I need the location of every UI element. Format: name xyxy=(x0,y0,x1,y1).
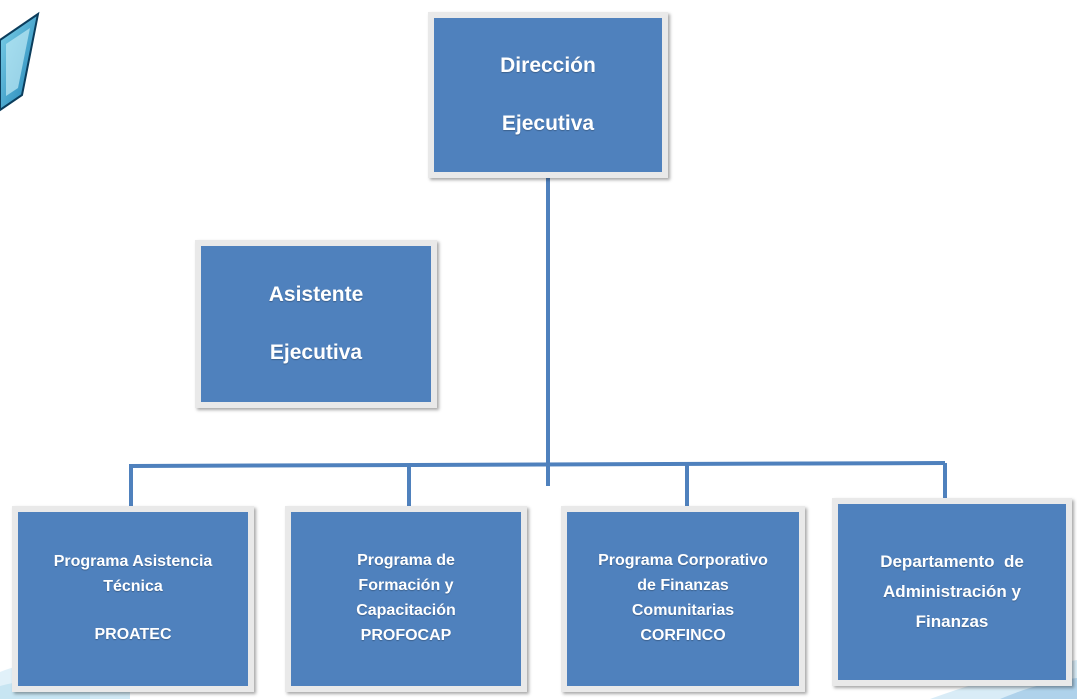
node-label: Formación y xyxy=(358,577,454,595)
node-label: PROFOCAP xyxy=(360,626,452,644)
node-label: Finanzas xyxy=(915,611,989,631)
node-label: Ejecutiva xyxy=(269,341,363,364)
node-label: Programa de xyxy=(357,552,455,570)
node-direccion-ejecutiva: Dirección Ejecutiva xyxy=(428,12,668,178)
node-administracion-finanzas: Departamento de Administración y Finanza… xyxy=(832,498,1072,686)
node-label: Departamento de xyxy=(880,552,1024,572)
node-label: PROATEC xyxy=(94,626,172,644)
node-label: Técnica xyxy=(103,577,163,595)
node-label: Administración y xyxy=(883,582,1021,602)
node-label: Ejecutiva xyxy=(501,112,595,135)
node-label: Programa Corporativo xyxy=(598,552,768,570)
node-proatec: Programa Asistencia Técnica PROATEC xyxy=(12,506,254,692)
node-label: Capacitación xyxy=(356,602,456,619)
node-label: Comunitarias xyxy=(631,602,735,619)
corner-logo-decoration xyxy=(0,11,40,112)
node-label: CORFINCO xyxy=(640,626,726,644)
node-profocap: Programa de Formación y Capacitación PRO… xyxy=(285,506,527,692)
node-label: Asistente xyxy=(268,283,364,306)
node-corfinco: Programa Corporativo de Finanzas Comunit… xyxy=(561,506,805,692)
node-label: Dirección xyxy=(500,54,596,77)
node-asistente-ejecutiva: Asistente Ejecutiva xyxy=(195,240,437,408)
node-label: Programa Asistencia xyxy=(53,552,213,570)
node-label: de Finanzas xyxy=(637,577,729,595)
connector-bus xyxy=(130,461,946,468)
